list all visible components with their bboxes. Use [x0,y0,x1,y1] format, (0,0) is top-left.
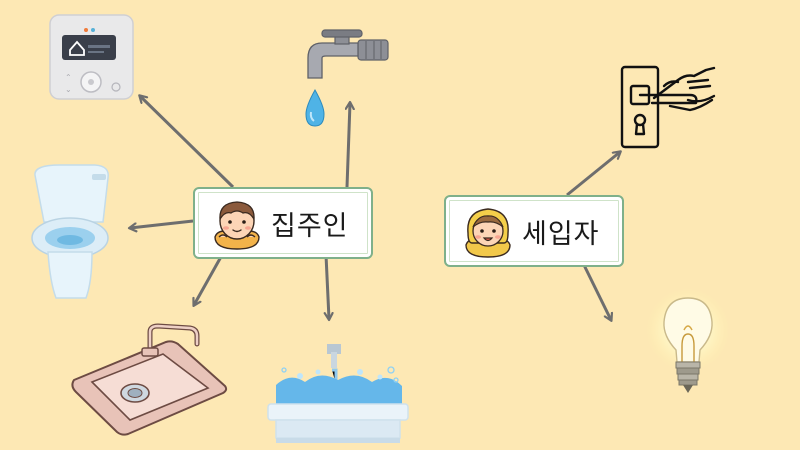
kitchen-sink-icon [71,323,228,436]
toilet-icon [31,164,109,299]
svg-text:⌄: ⌄ [65,85,72,94]
arrow-tenant-to-light-bulb [581,262,611,320]
owner-arrows [130,96,350,319]
door-lock-icon [620,65,716,149]
tenant-arrows [566,152,620,320]
bathtub-icon [267,344,409,443]
arrow-owner-to-toilet [130,219,194,228]
arrow-tenant-to-door-lock [566,152,620,197]
arrow-owner-to-kitchen-sink [194,254,224,305]
svg-text:⌃: ⌃ [65,73,72,82]
arrow-owner-to-bathtub [326,254,329,319]
owner-node: 집주인 [193,187,373,259]
arrow-owner-to-faucet [347,103,350,188]
light-bulb-icon [646,288,730,393]
thermostat-icon: ⌃ ⌄ [49,14,134,100]
arrow-owner-to-thermostat [140,96,235,189]
tenant-label: 세입자 [522,218,600,250]
girl-face-icon [465,208,511,258]
tenant-node: 세입자 [444,195,624,267]
owner-label: 집주인 [271,210,349,242]
boy-face-icon [214,201,260,250]
faucet-icon [305,29,389,127]
